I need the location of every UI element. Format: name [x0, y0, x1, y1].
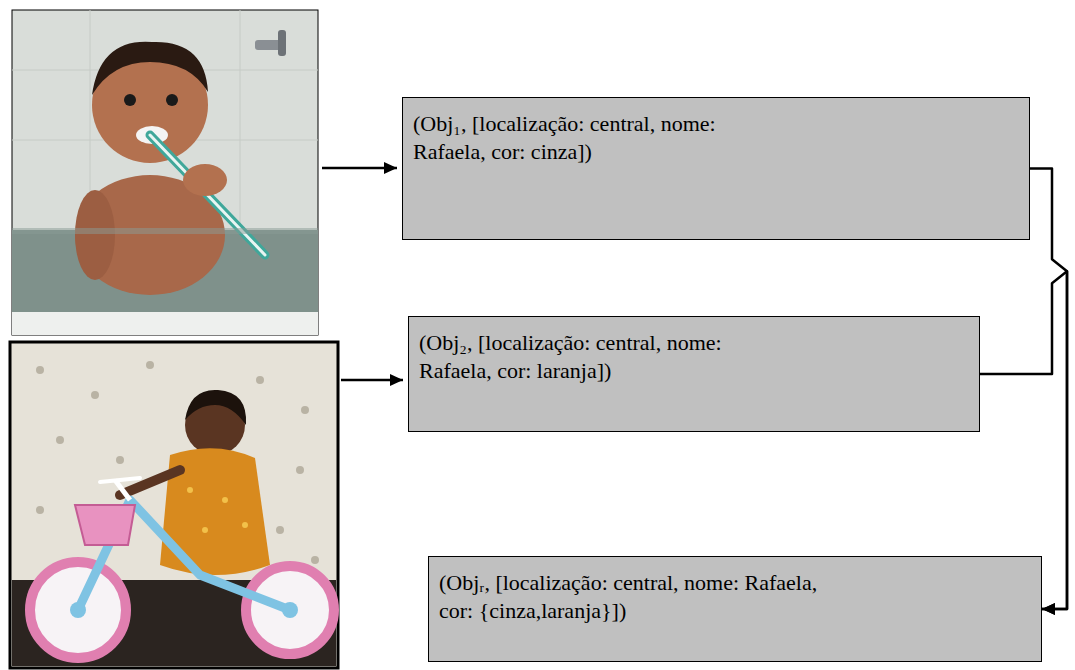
object-box: (Obj₂, [localização: central, nome: Rafa… [408, 316, 980, 432]
object-description: (Obj₂, [localização: central, nome: Rafa… [419, 329, 729, 384]
photo-arrow [322, 167, 397, 170]
photo-bicycle [10, 342, 338, 668]
photo-arrow [341, 379, 403, 382]
object-description: (Obj₁, [localização: central, nome: Rafa… [413, 110, 723, 165]
merge-connector [1030, 169, 1067, 610]
object-box: (Objᵣ, [localização: central, nome: Rafa… [428, 556, 1042, 662]
photo-bath [12, 10, 318, 335]
object-box: (Obj₁, [localização: central, nome: Rafa… [402, 97, 1030, 240]
object-description: (Objᵣ, [localização: central, nome: Rafa… [439, 569, 819, 624]
